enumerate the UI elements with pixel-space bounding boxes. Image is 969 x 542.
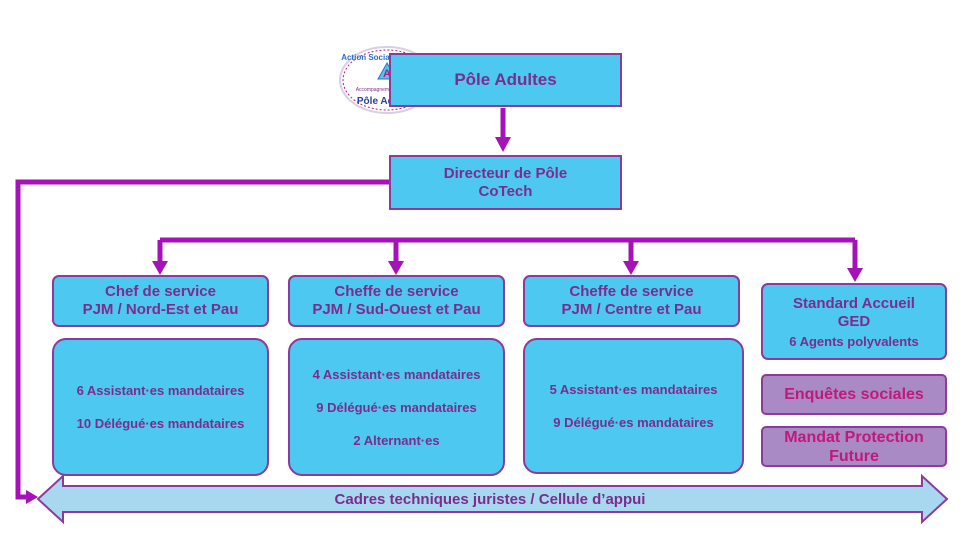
team-item: 10 Délégué·es mandataires <box>76 416 245 431</box>
logo-brand: Pôle Adultes <box>357 96 418 107</box>
service-subtitle: PJM / Nord-Est et Pau <box>82 301 239 318</box>
service-team-sud-ouest: 4 Assistant·es mandataires 9 Délégué·es … <box>288 338 505 476</box>
connector-left-bracket <box>15 179 390 500</box>
team-item: 9 Délégué·es mandataires <box>553 415 714 430</box>
team-item: 9 Délégué·es mandataires <box>316 399 477 415</box>
logo-mark: A <box>383 68 391 80</box>
service-head-sud-ouest: Cheffe de service PJM / Sud-Ouest et Pau <box>288 275 505 327</box>
bottom-double-arrow <box>36 473 949 525</box>
logo-subtitle: Accompagnement & gestion <box>356 87 419 93</box>
arrowhead-service-3 <box>623 261 639 275</box>
service-title: Cheffe de service <box>569 283 694 300</box>
standard-subtitle: GED <box>837 312 871 330</box>
logo-arc-text: Action Sociale Familiale <box>341 53 433 62</box>
team-item: 6 Assistant·es mandataires <box>76 383 245 398</box>
pole-adultes-box: Pôle Adultes <box>389 53 622 107</box>
service-head-centre: Cheffe de service PJM / Centre et Pau <box>523 275 740 327</box>
service-title: Cheffe de service <box>334 283 459 300</box>
team-item: 5 Assistant·es mandataires <box>549 382 718 397</box>
mandat-subtitle: Future <box>829 447 879 465</box>
standard-title: Standard Accueil <box>793 294 915 312</box>
arrowhead-director <box>495 137 511 152</box>
director-box: Directeur de Pôle CoTech <box>389 155 622 210</box>
mandat-protection-box: Mandat Protection Future <box>761 426 947 467</box>
mandat-title: Mandat Protection <box>784 428 924 446</box>
enquetes-label: Enquêtes sociales <box>784 386 924 403</box>
service-title: Chef de service <box>105 283 216 300</box>
bottom-arrow-label: Cadres techniques juristes / Cellule d’a… <box>334 491 646 508</box>
standard-accueil-box: Standard Accueil GED 6 Agents polyvalent… <box>761 283 947 360</box>
director-subtitle: CoTech <box>478 182 533 200</box>
director-title: Directeur de Pôle <box>443 164 568 182</box>
pole-adultes-title: Pôle Adultes <box>454 70 557 89</box>
team-item: 2 Alternant·es <box>353 432 440 448</box>
arrowhead-service-1 <box>152 261 168 275</box>
service-head-nord-est: Chef de service PJM / Nord-Est et Pau <box>52 275 269 327</box>
arrowhead-left-bracket <box>26 490 38 504</box>
service-team-nord-est: 6 Assistant·es mandataires 10 Délégué·es… <box>52 338 269 476</box>
arrowhead-service-2 <box>388 261 404 275</box>
standard-detail: 6 Agents polyvalents <box>789 333 919 349</box>
service-subtitle: PJM / Sud-Ouest et Pau <box>312 301 481 318</box>
team-item: 4 Assistant·es mandataires <box>312 366 481 382</box>
service-team-centre: 5 Assistant·es mandataires 9 Délégué·es … <box>523 338 744 474</box>
enquetes-sociales-box: Enquêtes sociales <box>761 374 947 415</box>
arrowhead-standard <box>847 268 863 282</box>
service-subtitle: PJM / Centre et Pau <box>561 301 702 318</box>
